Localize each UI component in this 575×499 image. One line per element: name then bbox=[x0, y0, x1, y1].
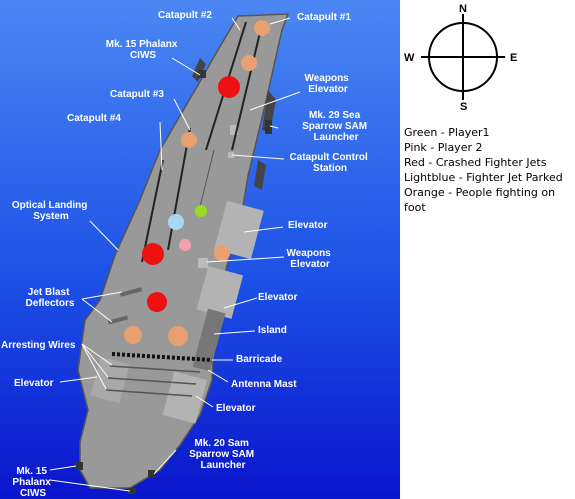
label-phalanx-bottom-line2: Phalanx bbox=[12, 477, 51, 488]
map-markers bbox=[124, 20, 270, 346]
legend-item-green: Green - Player1 bbox=[404, 126, 490, 139]
label-mk20: Mk. 20 Sam Sparrow SAM Launcher bbox=[189, 438, 257, 471]
label-barricade: Barricade bbox=[236, 354, 283, 365]
marker-crashed-jet bbox=[142, 243, 164, 265]
label-optical-landing: Optical Landing System bbox=[12, 200, 90, 222]
label-weapons-elevator-mid-line1: Weapons bbox=[286, 248, 331, 259]
leader-lines bbox=[49, 17, 301, 492]
carrier-deck bbox=[75, 13, 290, 494]
label-mk20-line2: Sparrow SAM bbox=[189, 449, 254, 460]
label-elevator-c: Elevator bbox=[216, 403, 256, 414]
legend-list: Green - Player1 Pink - Player 2 Red - Cr… bbox=[404, 126, 563, 214]
marker-crashed-jet bbox=[147, 292, 167, 312]
label-sea-sparrow-line1: Mk. 29 Sea bbox=[309, 110, 361, 121]
marker-people bbox=[241, 55, 257, 71]
compass-south: S bbox=[460, 101, 467, 113]
label-jet-blast-line1: Jet Blast bbox=[28, 287, 70, 298]
label-sea-sparrow: Mk. 29 Sea Sparrow SAM Launcher bbox=[302, 110, 370, 143]
legend-item-pink: Pink - Player 2 bbox=[404, 141, 482, 154]
label-catapult-control-line1: Catapult Control bbox=[289, 152, 368, 163]
label-catapult-control: Catapult Control Station bbox=[289, 152, 370, 174]
label-catapult-3: Catapult #3 bbox=[110, 89, 164, 100]
marker-people bbox=[168, 326, 188, 346]
label-island: Island bbox=[258, 325, 287, 336]
label-weapons-elevator-top-line2: Elevator bbox=[308, 84, 348, 95]
label-phalanx-top-line2: CIWS bbox=[130, 50, 156, 61]
label-elevator-b: Elevator bbox=[258, 292, 298, 303]
compass-icon: N S E W bbox=[404, 3, 517, 113]
marker-people bbox=[254, 20, 270, 36]
annotation-labels: Catapult #2 Catapult #1 Mk. 15 Phalanx C… bbox=[1, 10, 370, 499]
label-weapons-elevator-mid-line2: Elevator bbox=[290, 259, 330, 270]
label-phalanx-bottom-line1: Mk. 15 bbox=[16, 466, 47, 477]
marker-people bbox=[124, 326, 142, 344]
label-antenna-mast: Antenna Mast bbox=[231, 379, 297, 390]
label-phalanx-bottom-line3: CIWS bbox=[20, 488, 46, 499]
label-weapons-elevator-mid: Weapons Elevator bbox=[286, 248, 333, 270]
label-catapult-1: Catapult #1 bbox=[297, 12, 351, 23]
legend-panel: N S E W Green - Player1 Pink - Player 2 … bbox=[400, 0, 575, 499]
compass-east: E bbox=[510, 52, 517, 64]
marker-crashed-jet bbox=[218, 76, 240, 98]
legend-item-orange-cont: foot bbox=[404, 201, 426, 214]
label-sea-sparrow-line3: Launcher bbox=[313, 132, 358, 143]
marker-player1 bbox=[195, 205, 207, 217]
label-jet-blast: Jet Blast Deflectors bbox=[26, 287, 75, 309]
label-mk20-line1: Mk. 20 Sam bbox=[194, 438, 249, 449]
legend-item-lightblue: Lightblue - Fighter Jet Parked bbox=[404, 171, 563, 184]
legend-item-red: Red - Crashed Fighter Jets bbox=[404, 156, 547, 169]
label-arresting-wires: Arresting Wires bbox=[1, 340, 76, 351]
carrier-map: Catapult #2 Catapult #1 Mk. 15 Phalanx C… bbox=[0, 0, 400, 499]
label-elevator-a: Elevator bbox=[288, 220, 328, 231]
label-weapons-elevator-top-line1: Weapons bbox=[304, 73, 349, 84]
label-mk20-line3: Launcher bbox=[200, 460, 245, 471]
legend-item-orange: Orange - People fighting on bbox=[404, 186, 555, 199]
label-elevator-left: Elevator bbox=[14, 378, 54, 389]
label-catapult-control-line2: Station bbox=[313, 163, 347, 174]
label-catapult-4: Catapult #4 bbox=[67, 113, 121, 124]
marker-people bbox=[214, 245, 230, 261]
label-phalanx-bottom: Mk. 15 Phalanx CIWS bbox=[12, 466, 53, 499]
label-phalanx-top-line1: Mk. 15 Phalanx bbox=[106, 39, 178, 50]
compass-north: N bbox=[459, 3, 467, 15]
compass-west: W bbox=[404, 52, 415, 64]
label-sea-sparrow-line2: Sparrow SAM bbox=[302, 121, 367, 132]
marker-parked-jet bbox=[168, 214, 184, 230]
label-jet-blast-line2: Deflectors bbox=[26, 298, 75, 309]
label-weapons-elevator-top: Weapons Elevator bbox=[304, 73, 351, 95]
marker-player2 bbox=[179, 239, 191, 251]
label-optical-landing-line1: Optical Landing bbox=[12, 200, 88, 211]
label-phalanx-top: Mk. 15 Phalanx CIWS bbox=[106, 39, 180, 61]
label-catapult-2: Catapult #2 bbox=[158, 10, 212, 21]
marker-people bbox=[181, 132, 197, 148]
label-optical-landing-line2: System bbox=[33, 211, 69, 222]
